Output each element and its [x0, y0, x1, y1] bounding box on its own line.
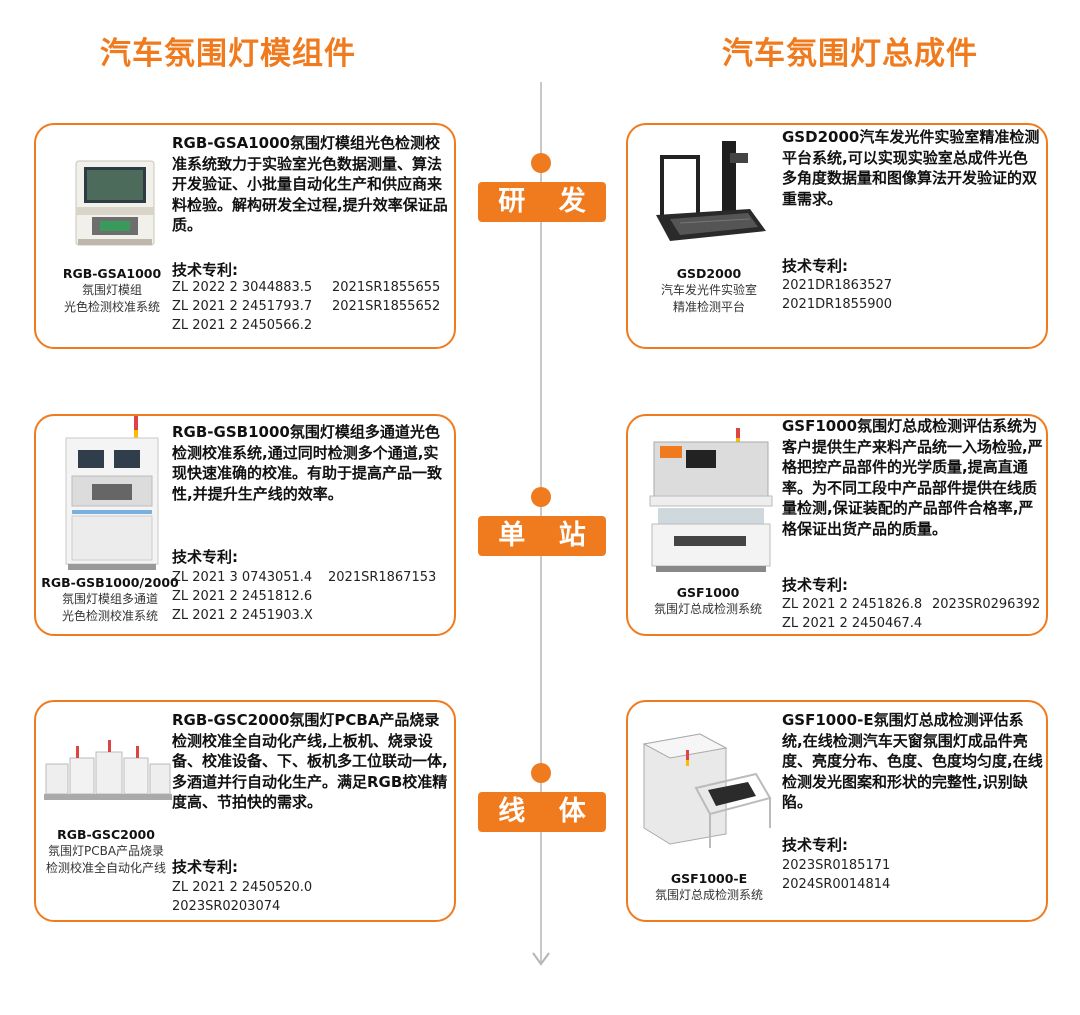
patent-item: 2021SR1855652	[332, 299, 441, 314]
patent-item: ZL 2021 2 2450467.4	[782, 616, 923, 631]
gsf1000-device-image	[649, 428, 773, 572]
down-arrow-icon	[532, 952, 550, 966]
gsa1000-model: RGB-GSA1000	[62, 266, 162, 281]
gsa1000-patent-title: 技术专利:	[172, 261, 238, 279]
product-card-gsb1000: RGB-GSB1000/2000 氛围灯模组多通道 光色检测校准系统 RGB-G…	[34, 414, 456, 636]
gsb1000-model: RGB-GSB1000/2000	[41, 575, 179, 590]
gsb1000-device-image	[65, 416, 159, 570]
gsf1000e-name-line1: 氛围灯总成检测系统	[654, 888, 763, 902]
gsc2000-model: RGB-GSC2000	[57, 827, 155, 842]
gsb1000-description: RGB-GSB1000氛围灯模组多通道光色检测校准系统,通过同时检测多个通道,实…	[172, 423, 443, 503]
gsf1000e-model: GSF1000-E	[670, 871, 748, 886]
gsd2000-patent-title: 技术专利:	[782, 257, 848, 275]
gsf1000e-patent-list: 2023SR0185171 2024SR0014814	[782, 856, 890, 894]
gsb1000-patent-title: 技术专利:	[172, 548, 238, 566]
stage-label-line: 线 体	[478, 792, 606, 832]
patent-item: 2023SR0185171	[782, 858, 891, 873]
patent-item: ZL 2021 2 2451812.6	[172, 589, 313, 604]
gsb1000-name-line2: 光色检测校准系统	[61, 609, 158, 623]
left-column-title: 汽车氛围灯模组件	[100, 36, 356, 72]
gsa1000-description: RGB-GSA1000氛围灯模组光色检测校准系统致力于实验室光色数据测量、算法开…	[172, 134, 448, 234]
patent-item: 2021DR1855900	[782, 297, 893, 312]
patent-item: ZL 2021 2 2451903.X	[172, 608, 313, 623]
gsf1000-model: GSF1000	[676, 585, 740, 600]
product-card-gsf1000e: GSF1000-E 氛围灯总成检测系统 GSF1000-E氛围灯总成检测评估系统…	[626, 700, 1048, 922]
product-card-gsc2000: RGB-GSC2000 氛围灯PCBA产品烧录 检测校准全自动化产线 RGB-G…	[34, 700, 456, 922]
gsc2000-description: RGB-GSC2000氛围灯PCBA产品烧录检测校准全自动化产线,上板机、烧录设…	[172, 711, 448, 811]
gsb1000-name-line1: 氛围灯模组多通道	[61, 592, 158, 606]
gsc2000-patent-title: 技术专利:	[172, 858, 238, 876]
patent-item: 2021SR1867153	[328, 570, 437, 585]
right-column-title: 汽车氛围灯总成件	[722, 36, 978, 72]
gsf1000e-description: GSF1000-E氛围灯总成检测评估系统,在线检测汽车天窗氛围灯成品件亮度、亮度…	[782, 711, 1043, 811]
patent-item: ZL 2021 3 0743051.4	[172, 570, 313, 585]
gsd2000-name-line1: 汽车发光件实验室	[660, 283, 757, 297]
patent-item: ZL 2021 2 2451826.8	[782, 597, 923, 612]
product-card-gsf1000: GSF1000 氛围灯总成检测系统 GSF1000氛围灯总成检测评估系统为客户提…	[626, 414, 1048, 636]
gsc2000-name-line2: 检测校准全自动化产线	[45, 861, 166, 875]
gsc2000-device-image	[44, 740, 172, 800]
patent-item: 2021DR1863527	[782, 278, 893, 293]
gsc2000-name-line1: 氛围灯PCBA产品烧录	[47, 844, 165, 858]
patent-item: ZL 2022 2 3044883.5	[172, 280, 313, 295]
gsc2000-patent-list: ZL 2021 2 2450520.0 2023SR0203074	[172, 878, 312, 916]
patent-item: 2024SR0014814	[782, 877, 891, 892]
patent-item: ZL 2021 2 2451793.7	[172, 299, 313, 314]
gsb1000-patent-list: ZL 2021 3 0743051.4 2021SR1867153 ZL 2021…	[172, 568, 436, 625]
patent-item: 2023SR0203074	[172, 899, 281, 914]
gsf1000-patent-list: ZL 2021 2 2451826.8 2023SR0296392 ZL 2021…	[782, 595, 1040, 633]
patent-item: 2023SR0296392	[932, 597, 1041, 612]
timeline-dot-rd	[531, 153, 551, 173]
patent-item: 2021SR1855655	[332, 280, 441, 295]
stage-label-single: 单 站	[478, 516, 606, 556]
product-card-gsd2000: GSD2000 汽车发光件实验室 精准检测平台 GSD2000汽车发光件实验室精…	[626, 123, 1048, 349]
gsd2000-device-image	[656, 141, 766, 241]
gsa1000-device-image	[75, 160, 155, 246]
patent-item: ZL 2021 2 2450520.0	[172, 880, 313, 895]
stage-label-rd: 研 发	[478, 182, 606, 222]
gsa1000-patent-list: ZL 2022 2 3044883.5 2021SR1855655 ZL 2021…	[172, 278, 440, 335]
gsf1000e-device-image	[642, 733, 772, 848]
timeline-dot-single	[531, 487, 551, 507]
gsa1000-name-line1: 氛围灯模组	[81, 283, 142, 297]
patent-item: ZL 2021 2 2450566.2	[172, 318, 313, 333]
product-card-gsa1000: RGB-GSA1000 氛围灯模组 光色检测校准系统 RGB-GSA1000氛围…	[34, 123, 456, 349]
gsf1000e-patent-title: 技术专利:	[782, 836, 848, 854]
gsd2000-patent-list: 2021DR1863527 2021DR1855900	[782, 276, 892, 314]
timeline-dot-line	[531, 763, 551, 783]
gsd2000-description: GSD2000汽车发光件实验室精准检测平台系统,可以实现实验室总成件光色多角度数…	[782, 128, 1040, 208]
gsf1000-description: GSF1000氛围灯总成检测评估系统为客户提供生产来料产品统一入场检验,严格把控…	[782, 417, 1043, 538]
gsa1000-name-line2: 光色检测校准系统	[63, 300, 160, 314]
gsf1000-name-line1: 氛围灯总成检测系统	[653, 602, 762, 616]
gsd2000-name-line2: 精准检测平台	[672, 300, 745, 314]
gsd2000-model: GSD2000	[676, 266, 742, 281]
gsf1000-patent-title: 技术专利:	[782, 576, 848, 594]
